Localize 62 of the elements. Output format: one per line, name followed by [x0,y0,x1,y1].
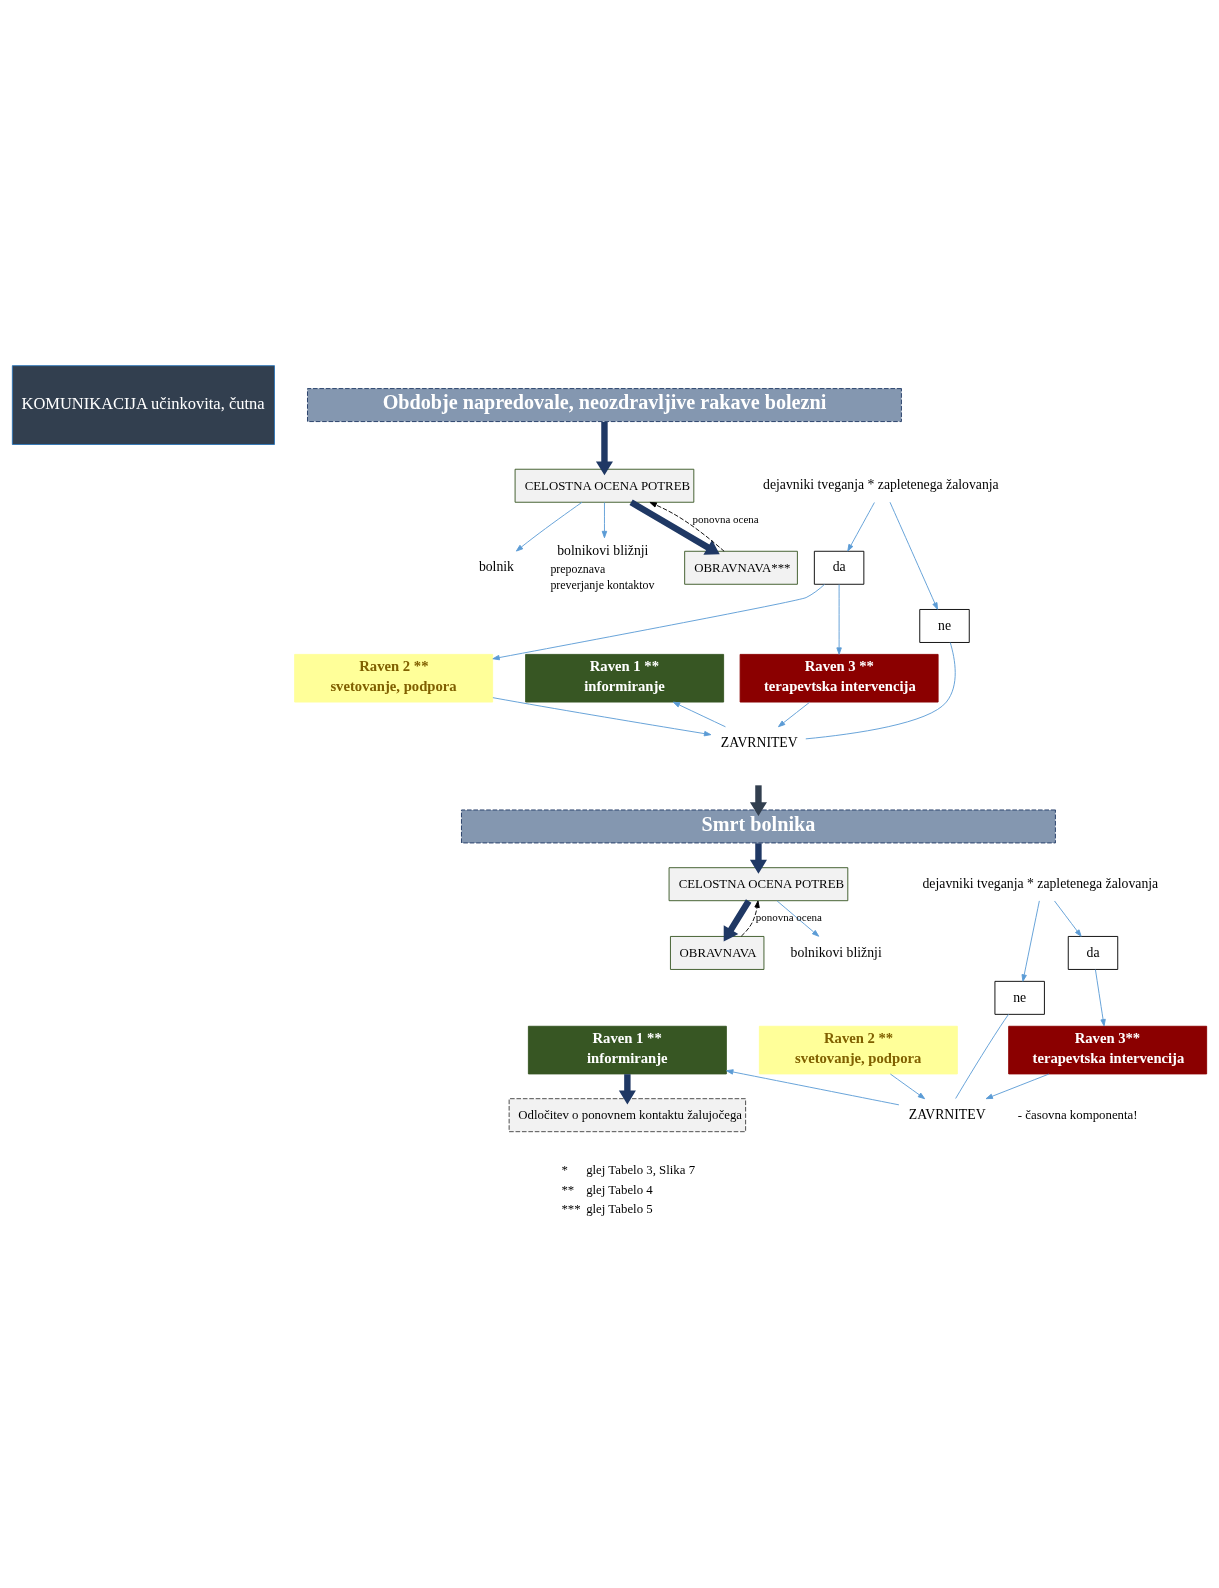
arrow [749,784,767,816]
arrow [492,696,712,736]
arrow [985,1073,1050,1099]
label: *** [561,1201,581,1216]
edge-label: ponovna ocena [755,910,822,923]
node-text: dejavniki tveganja * zapletenega žalovanja [763,476,999,492]
arrow [515,501,583,552]
arrow [1094,968,1106,1026]
arrow [836,583,842,655]
label: glej Tabelo 3, Slika 7 [586,1162,696,1177]
node-box: Odločitev o ponovnem kontaktu žalujočega [508,1097,747,1132]
arrow [749,842,767,874]
node-label: prepoznava [550,561,606,576]
label: ** [561,1182,575,1197]
arrow [1021,899,1040,982]
node-box: Raven 2 ** svetovanje, podpora [758,1025,958,1074]
edge-label: ponovna ocena [692,512,759,525]
node-text: ZAVRNITEV [908,1106,986,1122]
node-text: bolnikovi bližnji [557,542,649,558]
arrow [492,583,826,660]
arrow [649,501,725,552]
label: glej Tabelo 4 [586,1182,653,1197]
node-box: ne [919,608,970,643]
arrow [726,1068,900,1105]
label: * [561,1162,568,1177]
node-box: OBRAVNAVA [670,935,765,970]
node-box: Raven 3 ** terapevtska intervencija [739,653,939,702]
arrow [889,501,938,610]
connector [805,641,956,739]
node-box: KOMUNIKACIJA učinkovita, čutna [11,364,275,445]
label: - časovna komponenta! [1017,1107,1138,1122]
arrow [723,898,752,941]
node-box: CELOSTNA OCENA POTREB [668,866,849,901]
node-text: ZAVRNITEV [720,734,798,750]
node-box: Smrt bolnika [461,809,1056,843]
arrow [847,501,875,551]
arrow [595,421,613,475]
node-text: dejavniki tveganja * zapletenega žalovanja [922,875,1159,891]
node-label: preverjanje kontaktov [550,577,655,592]
arrow [889,1073,926,1099]
node-text: bolnik [478,558,514,574]
node-box: Obdobje napredovale, neozdravljive rakave bolezni [307,387,902,422]
node-box: ne [994,980,1045,1015]
arrow [672,701,726,727]
arrow [776,900,820,937]
arrow [740,900,760,937]
node-box: Raven 2 ** svetovanje, podpora [294,653,494,702]
arrow [618,1073,636,1105]
arrow [1054,900,1082,937]
connector [955,1013,1009,1099]
node-box: da [813,550,865,585]
arrow [778,701,810,727]
node-text: bolnikovi bližnji [790,944,882,960]
node-box: Raven 1 ** informiranje [527,1025,727,1074]
arrow [601,501,608,538]
node-box: da [1067,935,1119,970]
arrow [629,499,720,555]
label: glej Tabelo 5 [586,1201,653,1216]
node-box: OBRAVNAVA*** [684,550,798,585]
node-box: Raven 3** terapevtska intervencija [1008,1025,1208,1074]
node-box: CELOSTNA OCENA POTREB [514,468,695,503]
node-box: Raven 1 ** informiranje [525,653,725,702]
